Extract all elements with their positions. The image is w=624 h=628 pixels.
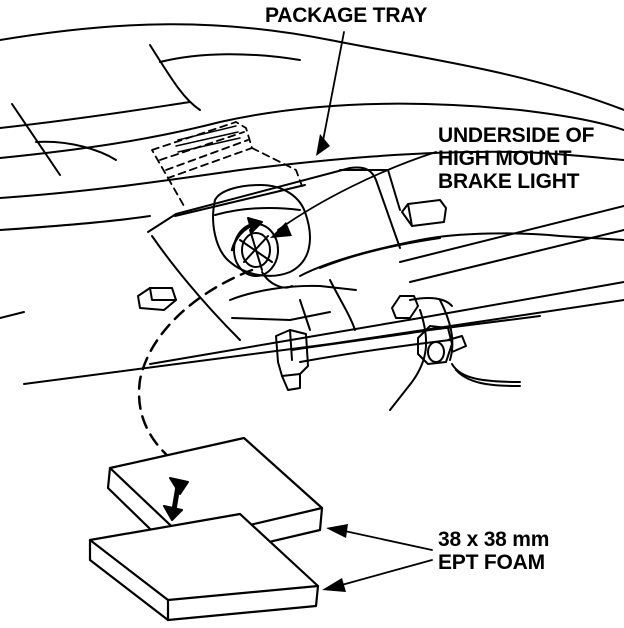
leader-foam-lower (337, 559, 433, 587)
rotation-arrowhead (247, 217, 263, 233)
wire-connector (417, 325, 521, 387)
label-foam-line: 38 x 38 mm (438, 528, 550, 551)
leader-lines (277, 31, 437, 587)
leader-arrowheads (270, 134, 348, 592)
tray-vent (175, 125, 241, 153)
light-outline-on-tray (151, 121, 303, 207)
wire-harness (23, 232, 624, 411)
leader-brake-light (277, 151, 437, 231)
label-brake-light-line: HIGH MOUNT (438, 147, 572, 170)
harness-clip (275, 329, 309, 391)
label-brake-light: UNDERSIDE OF HIGH MOUNT BRAKE LIGHT (438, 124, 594, 193)
label-package-tray: PACKAGE TRAY (265, 4, 428, 27)
label-foam: 38 x 38 mm EPT FOAM (438, 528, 549, 574)
leader-package-tray (321, 31, 345, 147)
label-foam-line: EPT FOAM (438, 551, 545, 574)
leader-foam-upper (339, 529, 433, 551)
label-brake-light-line: UNDERSIDE OF (438, 124, 595, 147)
package-tray-panel (0, 23, 624, 319)
label-brake-light-line: BRAKE LIGHT (438, 170, 580, 193)
stack-arrow (163, 477, 189, 521)
placement-dashed-line (137, 268, 254, 460)
tray-hole (137, 287, 177, 311)
foam-block-lower (88, 512, 320, 622)
mounting-tab (401, 199, 447, 227)
